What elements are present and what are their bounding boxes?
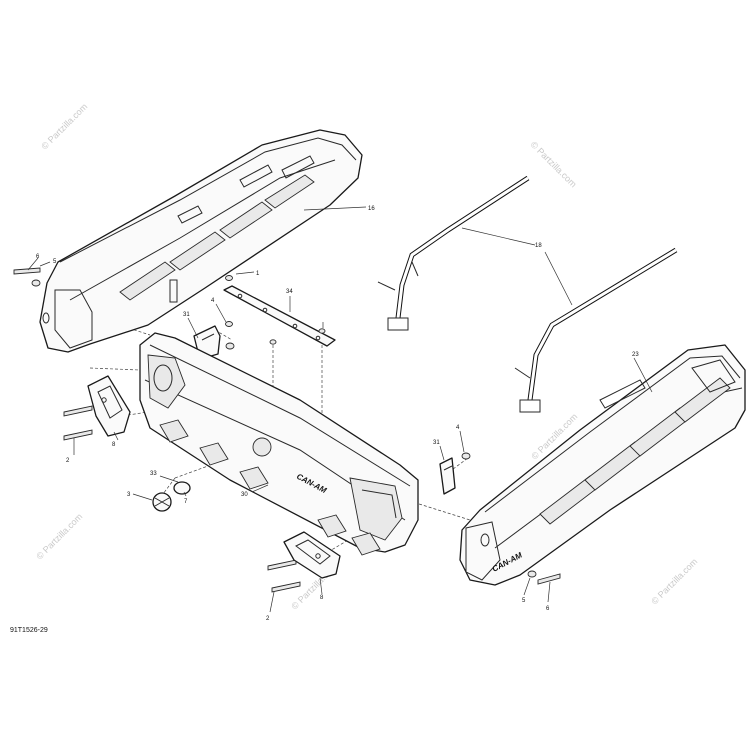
- emblem-sticker: [173, 481, 191, 495]
- watermark-5: © Partzilla.com: [649, 556, 699, 606]
- bracket-right: [439, 457, 456, 495]
- callout-4-right: 4: [456, 425, 460, 431]
- callout-34: 34: [286, 289, 293, 295]
- watermark-1: © Partzilla.com: [39, 101, 89, 151]
- washer-icon: [527, 570, 537, 578]
- callout-8-right: 8: [320, 595, 324, 601]
- screw-icon: [537, 573, 561, 585]
- screw-icon: [63, 429, 93, 441]
- callout-31-left: 31: [183, 312, 190, 318]
- callout-8-left: 8: [112, 442, 116, 448]
- callout-4-left: 4: [211, 298, 215, 304]
- left-side-rail: [39, 129, 363, 353]
- callout-5-right: 5: [522, 598, 526, 604]
- callout-23: 23: [632, 352, 639, 358]
- callout-16: 16: [368, 206, 375, 212]
- callout-7: 7: [184, 499, 188, 505]
- washer-icon: [31, 279, 41, 287]
- nut-icon: [318, 328, 326, 334]
- callout-3: 3: [127, 492, 131, 498]
- bracket-strip: [223, 285, 336, 347]
- screw-icon: [271, 581, 301, 593]
- nut-icon: [461, 452, 471, 460]
- callout-2-right: 2: [266, 616, 270, 622]
- latch-right: [283, 531, 341, 579]
- nut-icon: [225, 342, 235, 350]
- callout-18: 18: [535, 243, 542, 249]
- callout-2-left: 2: [66, 458, 70, 464]
- callout-31-right: 31: [433, 440, 440, 446]
- callout-30: 30: [241, 492, 248, 498]
- callout-6-right: 6: [546, 606, 550, 612]
- latch-left: [87, 375, 131, 437]
- watermark-3: © Partzilla.com: [34, 511, 84, 561]
- hardware: [13, 267, 561, 593]
- nut-icon: [225, 275, 233, 281]
- screw-icon: [63, 405, 93, 417]
- leader-lines: [27, 206, 653, 613]
- nut-icon: [225, 321, 233, 327]
- screw-icon: [13, 267, 41, 275]
- callout-6-left: 6: [36, 254, 40, 260]
- callout-labels: 16 1 6 5 18 34 31 4 23 8 2 33 3 7 30 31 …: [36, 206, 639, 622]
- nut-icon: [269, 339, 277, 345]
- watermark-2: © Partzilla.com: [529, 139, 579, 189]
- screw-icon: [267, 559, 297, 571]
- right-side-rail: CAN-AM: [459, 344, 746, 586]
- callout-33: 33: [150, 471, 157, 477]
- tailgate: CAN-AM: [139, 332, 419, 556]
- rod-upper: [377, 175, 530, 331]
- diagram-id-label: 91T1526-29: [10, 627, 48, 634]
- rod-lower: [514, 247, 678, 413]
- callout-1: 1: [256, 271, 260, 277]
- callout-5-left: 5: [53, 259, 57, 265]
- emblem-badge: [152, 492, 172, 512]
